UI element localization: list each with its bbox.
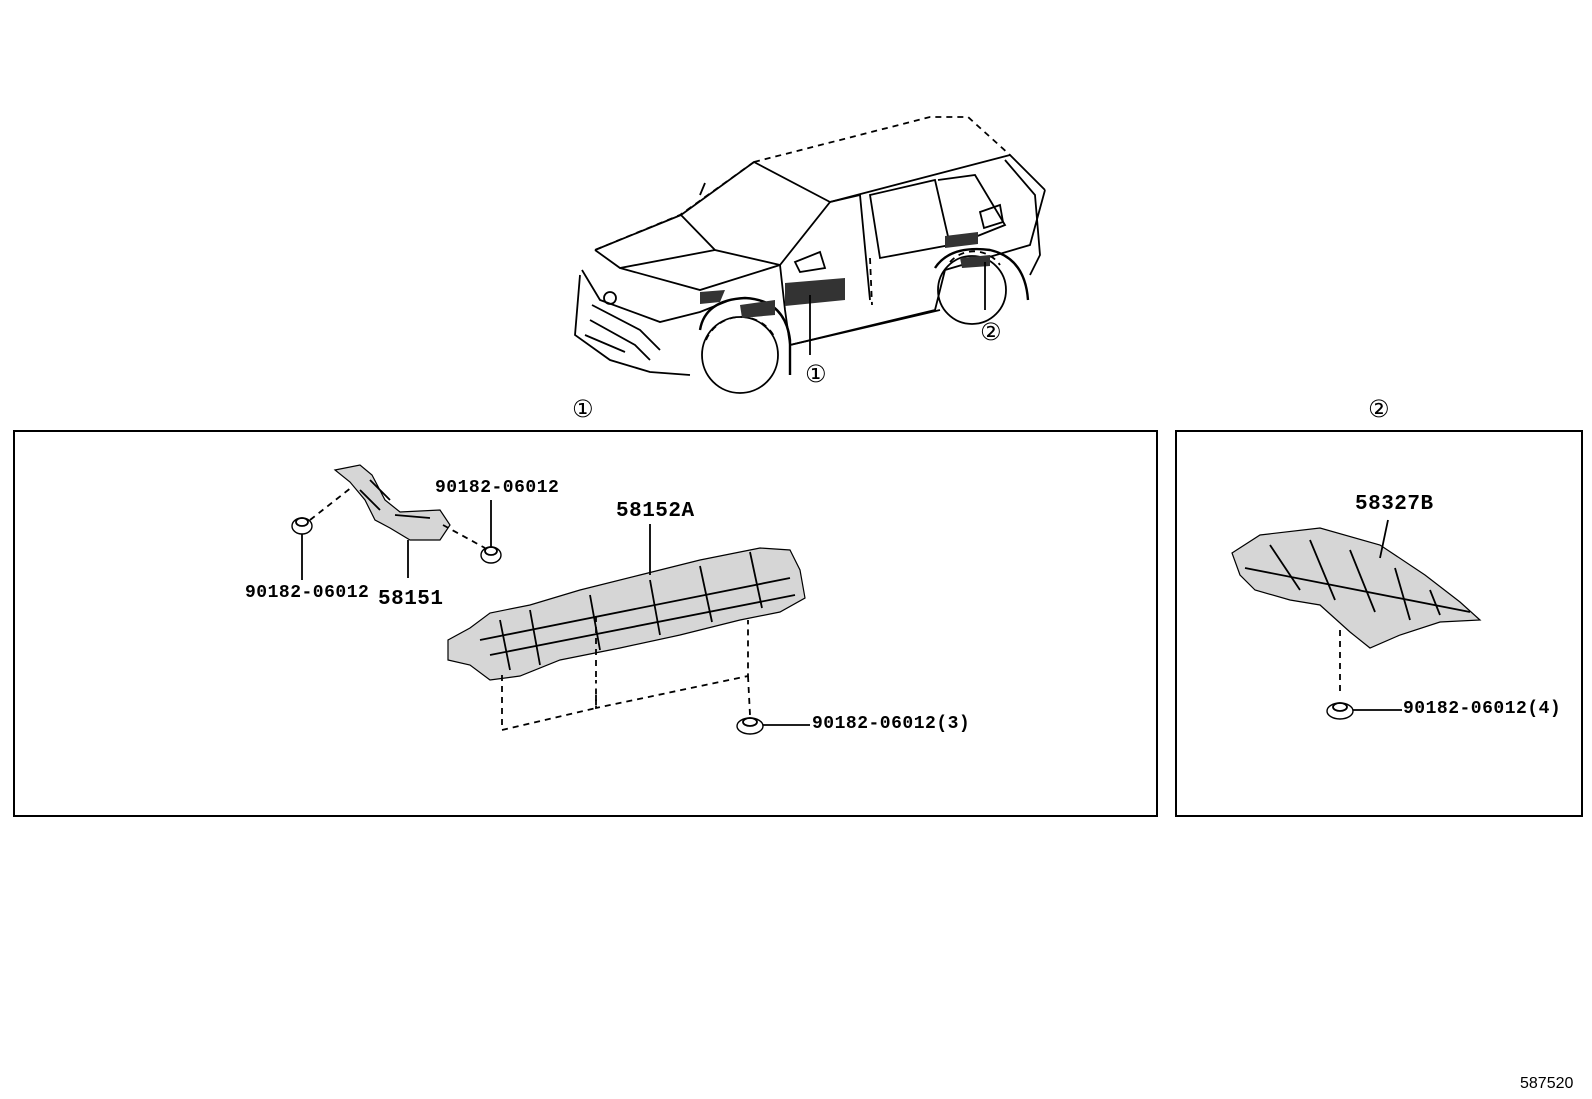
car-callout-1[interactable]: ① bbox=[805, 360, 827, 388]
bolt-top-shape bbox=[480, 546, 502, 564]
diagram-reference-number: 587520 bbox=[1520, 1075, 1574, 1092]
section-1-heading: ① bbox=[572, 395, 594, 423]
part-label-58151[interactable]: 58151 bbox=[378, 588, 444, 611]
part-58152A-shape bbox=[447, 547, 806, 681]
part-label-58327B[interactable]: 58327B bbox=[1355, 493, 1434, 516]
part-label-90182-top[interactable]: 90182-06012 bbox=[435, 478, 560, 498]
section-2-heading: ② bbox=[1368, 395, 1390, 423]
bolt-left-shape bbox=[291, 517, 313, 535]
section-2-frame bbox=[1175, 430, 1583, 817]
vehicle-illustration bbox=[574, 116, 1046, 394]
part-label-90182-x4[interactable]: 90182-06012(4) bbox=[1403, 699, 1562, 719]
car-callout-2[interactable]: ② bbox=[980, 318, 1002, 346]
part-58327B-shape bbox=[1231, 527, 1482, 649]
section-1-frame bbox=[13, 430, 1158, 817]
part-58151-shape bbox=[333, 464, 451, 541]
bolt-58327B-shape bbox=[1326, 702, 1354, 720]
part-label-90182-x3[interactable]: 90182-06012(3) bbox=[812, 714, 971, 734]
part-label-58152A[interactable]: 58152A bbox=[616, 500, 695, 523]
bolt-58152A-shape bbox=[736, 717, 764, 735]
part-label-90182-left[interactable]: 90182-06012 bbox=[245, 583, 370, 603]
